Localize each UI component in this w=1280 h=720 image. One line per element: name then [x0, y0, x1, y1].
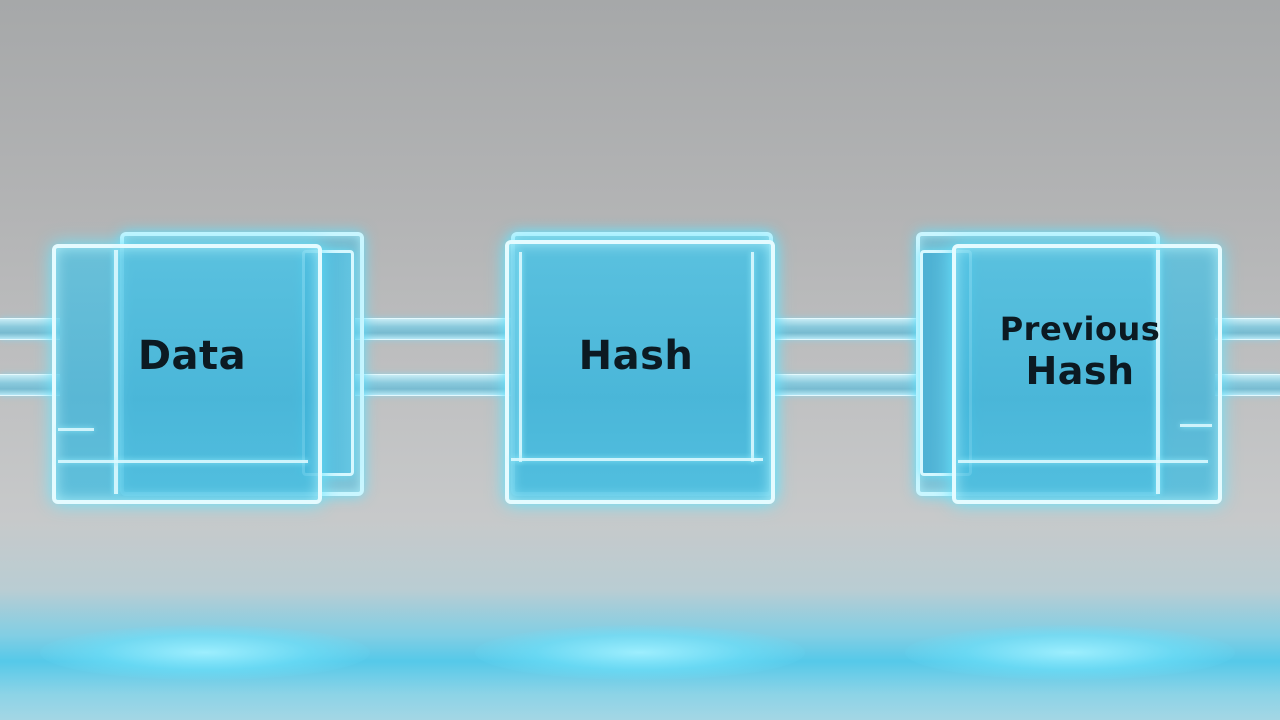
block-hash: Hash	[505, 232, 775, 504]
block-data-inner-edge-vertical	[114, 250, 118, 494]
block-previous-hash-label-line-2: Hash	[1025, 349, 1135, 393]
block-hash-label: Hash	[536, 332, 736, 380]
connector-rail-upper-right-edge	[1215, 318, 1280, 340]
connector-rail-lower-right-edge	[1215, 374, 1280, 396]
block-data-label-line-1: Data	[137, 333, 247, 379]
block-hash-inner-edge-bottom	[511, 458, 763, 461]
block-data-inner-edge-bottom	[58, 460, 308, 463]
block-previous-hash: Previous Hash	[910, 232, 1222, 504]
connector-rail-lower-left-edge	[0, 374, 60, 396]
block-data: Data	[52, 232, 364, 504]
block-data-label: Data	[92, 332, 292, 380]
connector-rail-lower-1	[355, 374, 515, 396]
block-previous-hash-inner-edge-bottom	[958, 460, 1208, 463]
floor-light-center	[475, 625, 805, 680]
block-hash-inner-edge-right	[751, 252, 754, 462]
block-previous-hash-inner-edge-vertical	[1156, 250, 1160, 494]
connector-rail-upper-1	[355, 318, 515, 340]
block-hash-inner-edge-left	[519, 252, 522, 462]
block-previous-hash-inner-edge-notch	[1180, 424, 1212, 427]
connector-rail-upper-left-edge	[0, 318, 60, 340]
connector-rail-upper-2	[770, 318, 920, 340]
floor-light-right	[905, 625, 1235, 680]
block-data-inner-edge-notch	[58, 428, 94, 431]
connector-rail-lower-2	[770, 374, 920, 396]
block-previous-hash-label-line-1: Previous	[999, 310, 1161, 348]
floor-light-left	[40, 625, 370, 680]
block-previous-hash-label: Previous Hash	[980, 312, 1180, 396]
block-hash-label-line-1: Hash	[578, 333, 694, 379]
